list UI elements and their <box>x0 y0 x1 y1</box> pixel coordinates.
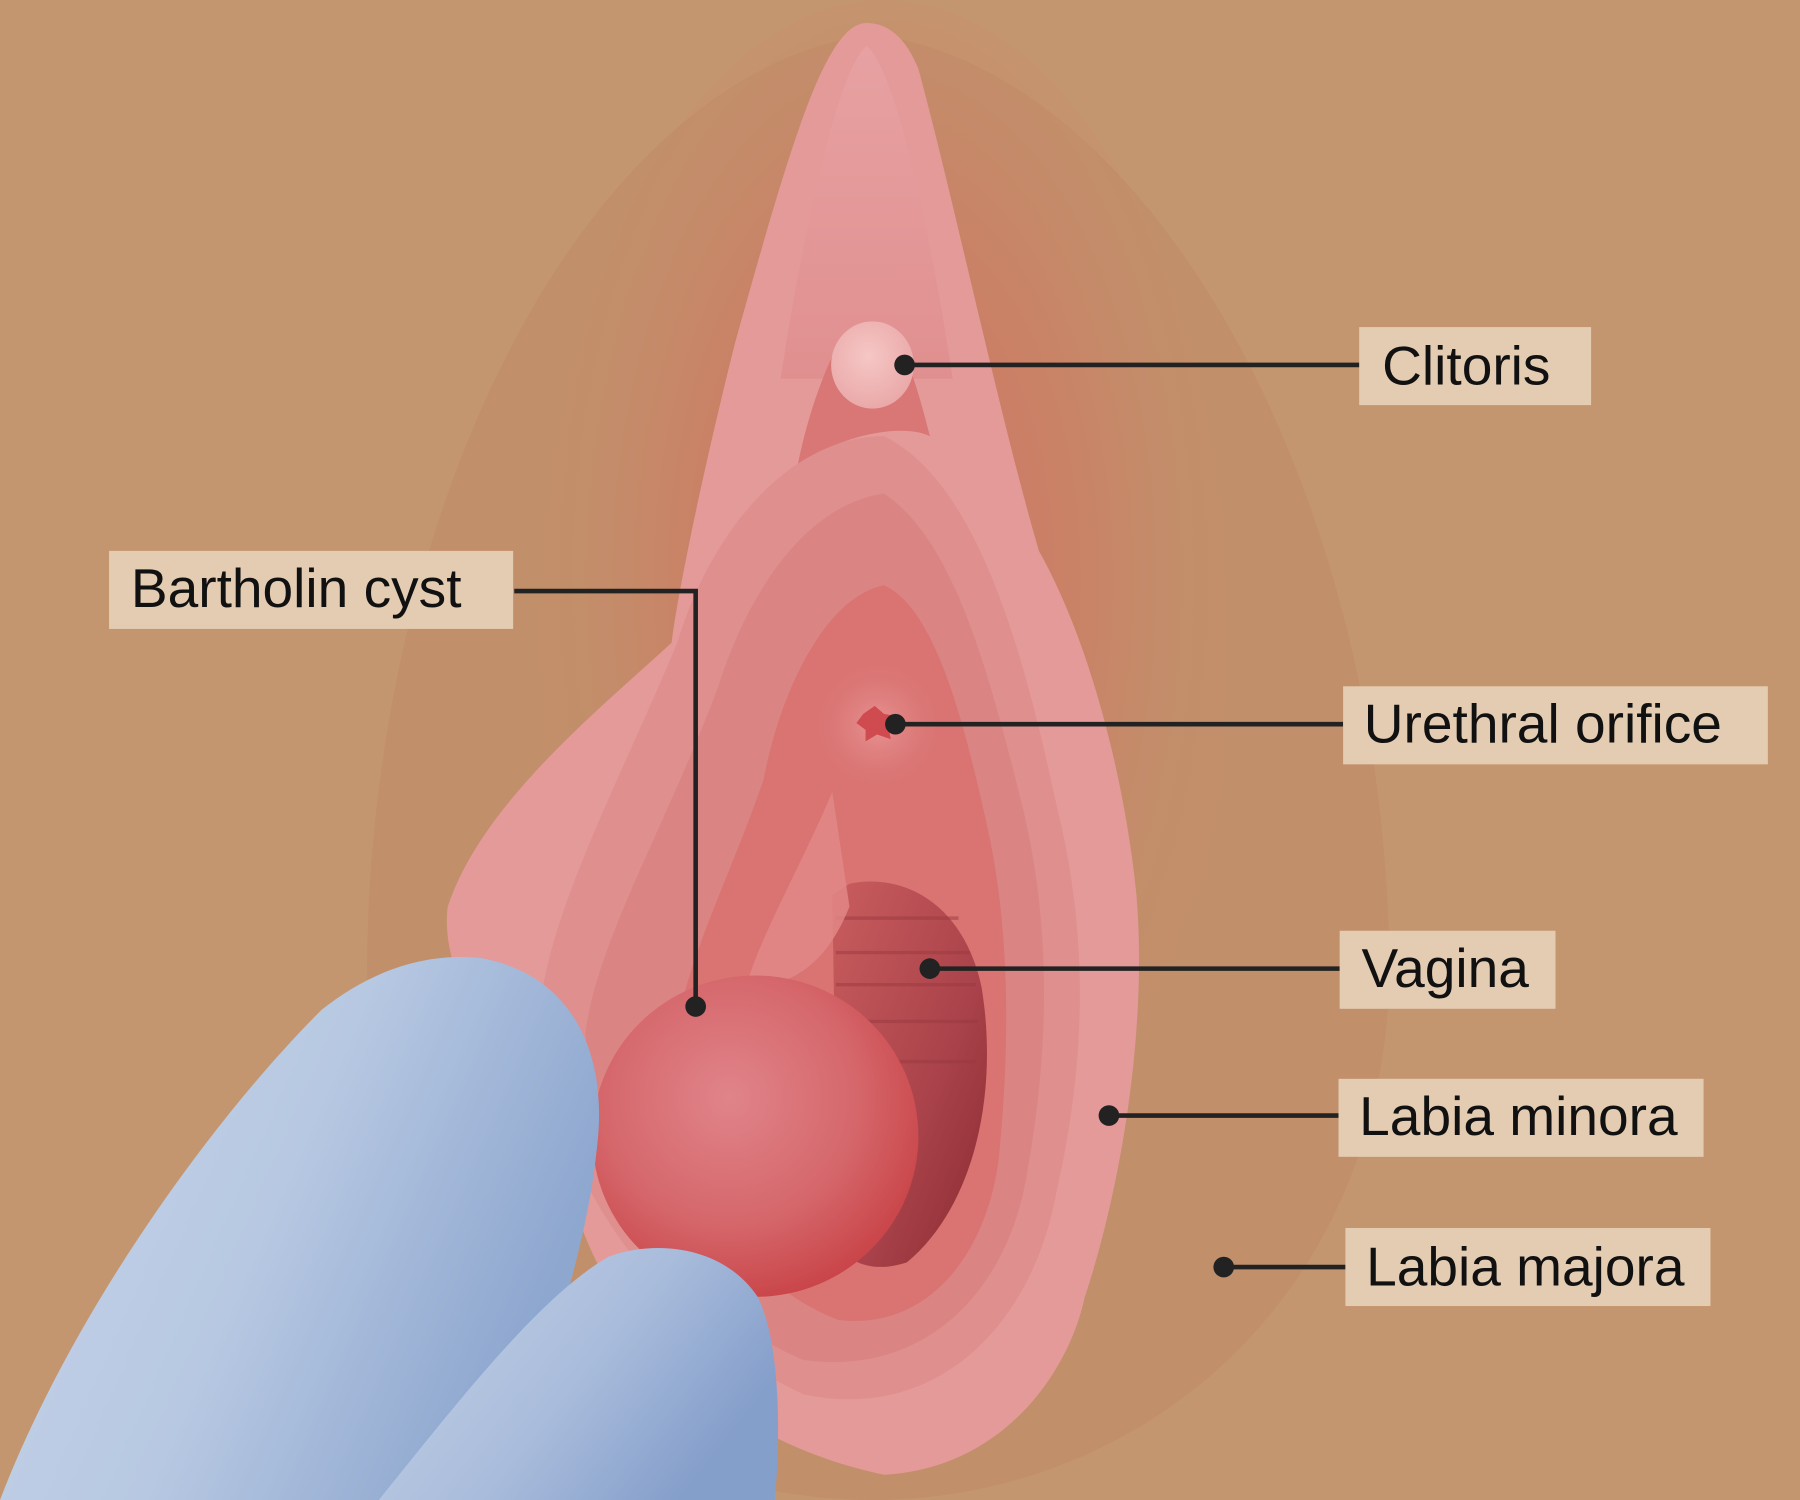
clitoral-hood <box>780 45 953 379</box>
label-box <box>1345 1228 1711 1307</box>
leader-bartholin-cyst <box>514 588 698 1007</box>
label-text: Labia minora <box>1359 1085 1678 1147</box>
dot-urethral-orifice <box>885 713 906 735</box>
label-vagina: Vagina <box>1339 930 1556 1009</box>
dot-bartholin-cyst <box>685 996 706 1017</box>
label-urethral-orifice: Urethral orifice <box>1343 686 1768 765</box>
leader-lines <box>514 362 1361 1270</box>
label-box <box>1359 327 1592 406</box>
label-box <box>1339 930 1556 1009</box>
label-box <box>1343 686 1768 765</box>
urethral-orifice-shape <box>856 705 896 742</box>
label-box <box>1338 1078 1704 1157</box>
label-text: Bartholin cyst <box>131 557 462 619</box>
label-text: Clitoris <box>1382 334 1550 396</box>
label-bartholin-cyst: Bartholin cyst <box>109 550 514 629</box>
gloved-finger-middle <box>378 1247 779 1500</box>
label-text: Urethral orifice <box>1364 693 1722 755</box>
label-text: Labia majora <box>1366 1235 1685 1297</box>
leader-dots <box>685 354 1235 1278</box>
label-labia-majora: Labia majora <box>1345 1228 1711 1307</box>
label-clitoris: Clitoris <box>1359 327 1592 406</box>
dot-clitoris <box>894 354 915 376</box>
label-labia-minora: Labia minora <box>1338 1078 1704 1157</box>
label-text: Vagina <box>1361 937 1529 999</box>
dot-labia-majora <box>1213 1256 1235 1278</box>
bartholin-cyst-shape <box>592 975 919 1297</box>
gloved-finger-index <box>0 956 600 1500</box>
clitoris-shape <box>831 321 914 409</box>
fold-highlight <box>746 791 850 987</box>
dot-labia-minora <box>1098 1105 1120 1126</box>
dot-vagina <box>919 958 941 979</box>
label-box <box>109 550 514 629</box>
